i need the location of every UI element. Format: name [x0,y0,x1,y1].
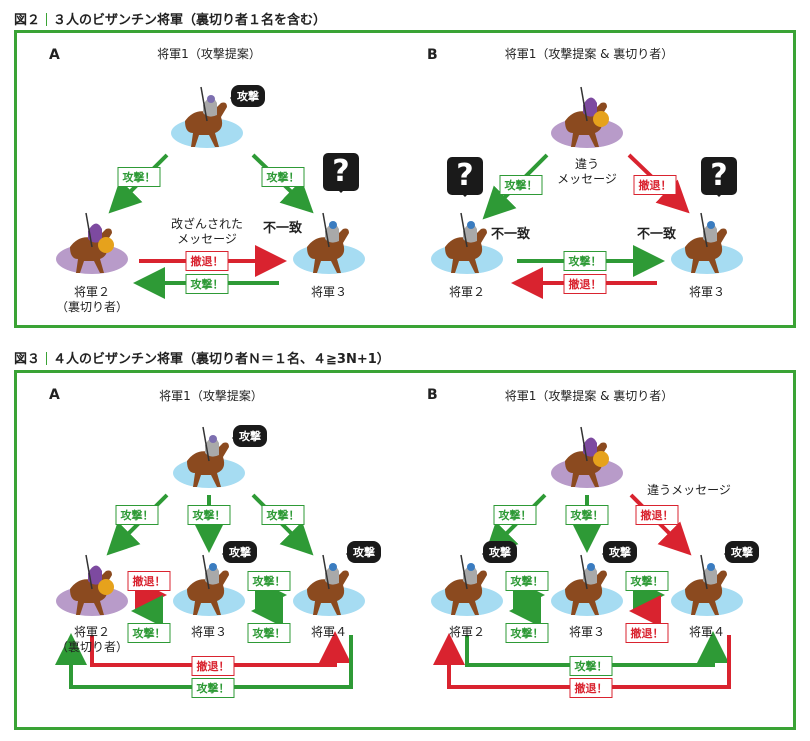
knight-2b-g3-icon [685,212,727,273]
tag-attack: 攻撃！ [115,505,159,525]
diff-line1: 違う [574,157,600,171]
general3-label: 将軍３ [688,285,726,299]
figure2-graphics [56,86,743,299]
general3-label: 将軍３ [568,625,606,639]
general1-label: 将軍1（攻撃提案 & 裏切り者） [504,389,674,403]
attack-bubble: 攻撃 [482,541,517,563]
knight-3b-g2-icon [445,554,487,615]
tag-attack: 攻撃！ [499,175,543,195]
general4-label: 将軍４ [310,625,348,639]
tag-retreat: 撤退！ [185,251,229,271]
general3-label: 将軍３ [310,285,348,299]
attack-bubble: 攻撃 [346,541,381,563]
general3-label: 将軍３ [190,625,228,639]
traitor-label: （裏切り者） [55,640,129,654]
mismatch-label: 不一致 [637,227,677,242]
mismatch-label: 不一致 [263,221,303,236]
attack-bubble: 攻撃 [232,425,267,447]
general2-label: 将軍２ [448,625,486,639]
figure3-graphics [55,426,743,689]
mismatch-label: 不一致 [491,227,531,242]
knight-3b-g3-icon [565,554,607,615]
tag-attack: 攻撃！ [191,678,235,698]
figure3-panel: A 将軍1（攻撃提案） 攻撃 攻撃！ 攻撃！ 攻撃！ 攻撃 攻撃 撤退！ 攻撃！… [14,370,796,730]
tag-attack: 攻撃！ [493,505,537,525]
figure2-title-text: ３人のビザンチン将軍（裏切り者１名を含む） [53,13,327,28]
general4-label: 将軍４ [688,625,726,639]
tag-retreat: 撤退！ [563,274,607,294]
figure2-number: 図２ [14,13,41,28]
tag-attack: 攻撃！ [505,623,549,643]
tag-attack: 攻撃！ [117,167,161,187]
tag-retreat: 撤退！ [191,656,235,676]
attack-bubble: 攻撃 [602,541,637,563]
figure2-panel: A 将軍1（攻撃提案） 攻撃 攻撃！ 攻撃！ 改ざんされた メッセージ 撤退！ … [14,30,796,328]
figure2-title: 図２ ３人のビザンチン将軍（裏切り者１名を含む） [14,9,326,28]
different-message-note: 違うメッセージ [647,483,731,497]
tag-attack: 攻撃！ [187,505,231,525]
knight-3b-g1-icon [565,426,609,487]
panel-2b-letter: B [427,47,438,63]
question-icon: ? [701,157,737,197]
knight-2b-g2-icon [445,212,487,273]
general1-label: 将軍1（攻撃提案） [159,389,263,403]
tag-attack: 攻撃！ [505,571,549,591]
tag-attack: 攻撃！ [569,656,613,676]
knight-2a-g2-icon [70,212,114,273]
tag-attack: 攻撃！ [565,505,609,525]
tag-retreat: 撤退！ [569,678,613,698]
altered-line1: 改ざんされた [170,217,244,231]
tag-retreat: 撤退！ [127,571,171,591]
tag-attack: 攻撃！ [261,167,305,187]
knight-3b-g4-icon [685,554,727,615]
general2-label: 将軍２ [73,285,111,299]
figure3-number: 図３ [14,352,41,367]
knight-2b-g1-icon [565,86,609,147]
knight-3a-g2-icon [70,554,114,615]
tag-attack: 攻撃！ [247,623,291,643]
diff-line2: メッセージ [557,172,617,186]
general2-label: 将軍２ [73,625,111,639]
general1-label: 将軍1（攻撃提案 & 裏切り者） [504,47,674,61]
panel-2a-letter: A [49,47,60,63]
tag-retreat: 撤退！ [625,623,669,643]
knight-3a-g1-icon [187,426,229,487]
tag-attack: 攻撃！ [625,571,669,591]
tag-retreat: 撤退！ [633,175,677,195]
knight-3a-g4-icon [307,554,349,615]
tag-attack: 攻撃！ [563,251,607,271]
tag-attack: 攻撃！ [261,505,305,525]
question-icon: ? [447,157,483,197]
knight-2a-g3-icon [307,212,349,273]
figure3-title: 図３ ４人のビザンチン将軍（裏切り者Ｎ＝１名、４≧3N+1） [14,348,390,367]
panel-3a-letter: A [49,387,60,403]
tag-retreat: 撤退！ [635,505,679,525]
tag-attack: 攻撃！ [247,571,291,591]
panel-3b-letter: B [427,387,438,403]
traitor-label: （裏切り者） [55,300,129,314]
tag-attack: 攻撃！ [127,623,171,643]
tag-attack: 攻撃！ [185,274,229,294]
different-message-note: 違う メッセージ [557,157,617,187]
attack-bubble: 攻撃 [222,541,257,563]
general1-label: 将軍1（攻撃提案） [157,47,261,61]
altered-message-note: 改ざんされた メッセージ [171,217,243,247]
general2-label: 将軍２ [448,285,486,299]
attack-bubble: 攻撃 [230,85,265,107]
altered-line2: メッセージ [177,232,237,246]
knight-2a-g1-icon [185,86,227,147]
attack-bubble: 攻撃 [724,541,759,563]
figure3-title-text: ４人のビザンチン将軍（裏切り者Ｎ＝１名、４≧3N+1） [53,352,390,367]
knight-3a-g3-icon [187,554,229,615]
question-icon: ? [323,153,359,193]
